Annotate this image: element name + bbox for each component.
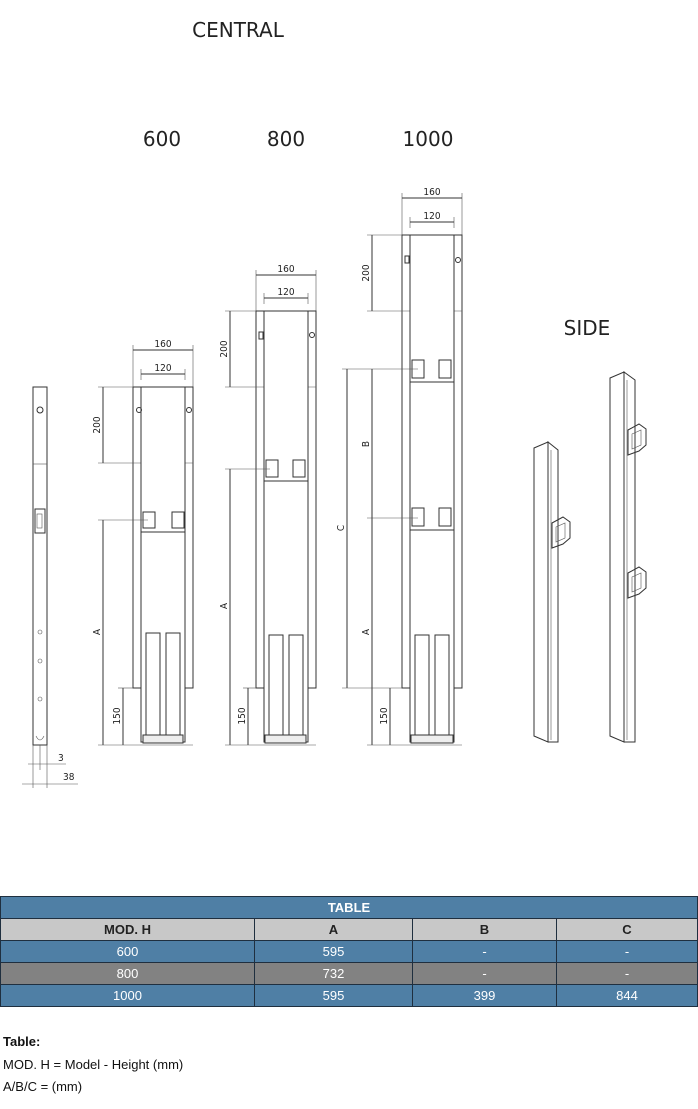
dim-150: 150 [112,707,123,724]
notes-line-abc: A/B/C = (mm) [3,1079,83,1094]
cell-c: - [556,940,698,963]
dim-c: C [336,525,347,531]
header-mod-h: MOD. H [0,918,255,941]
notes-heading: Table: [3,1034,41,1049]
dim-a: A [92,628,103,635]
table-title: TABLE [0,896,698,919]
dim-200: 200 [361,264,372,281]
cell-b: - [412,940,557,963]
cell-b: 399 [412,984,557,1007]
cell-c: - [556,962,698,985]
dim-a: A [219,602,230,609]
cell-a: 595 [254,984,413,1007]
dim-3: 3 [58,753,64,764]
table-row: 1000 595 399 844 [0,984,698,1007]
dimensions-table: TABLE MOD. H A B C 600 595 - - 800 732 -… [0,896,698,1007]
dim-120: 120 [423,211,440,222]
dim-150: 150 [379,707,390,724]
profile-view: 3 38 [22,386,78,788]
notes-line-mod-h: MOD. H = Model - Height (mm) [3,1056,184,1072]
model-1000-drawing: 160 120 200 B C A 150 [336,187,463,746]
dim-150: 150 [237,707,248,724]
dim-38: 38 [63,772,75,783]
dim-b: B [361,441,372,447]
table-notes: Table: MOD. H = Model - Height (mm) A/B/… [3,1031,183,1099]
dim-160: 160 [277,264,294,275]
dim-200: 200 [92,416,103,433]
cell-b: - [412,962,557,985]
technical-drawing: CENTRAL SIDE 600 800 1000 3 38 160 120 [22,18,647,788]
cell-a: 732 [254,962,413,985]
central-title: CENTRAL [192,18,285,42]
side-profile-short [533,440,571,743]
cell-c: 844 [556,984,698,1007]
dim-120: 120 [154,363,171,374]
table-row: 800 732 - - [0,962,698,985]
header-b: B [412,918,557,941]
side-title: SIDE [564,316,611,340]
model-800-label: 800 [267,127,305,151]
dim-200: 200 [219,340,230,357]
header-c: C [556,918,698,941]
dim-120: 120 [277,287,294,298]
dim-160: 160 [154,339,171,350]
model-1000-label: 1000 [403,127,454,151]
cell-mod-h: 1000 [0,984,255,1007]
model-600-label: 600 [143,127,181,151]
dim-a: A [361,628,372,635]
cell-a: 595 [254,940,413,963]
cell-mod-h: 600 [0,940,255,963]
cell-mod-h: 800 [0,962,255,985]
table-row: 600 595 - - [0,940,698,963]
dim-160: 160 [423,187,440,198]
model-800-drawing: 160 120 200 A 150 [219,264,317,746]
header-a: A [254,918,413,941]
model-600-drawing: 160 120 200 A 150 [92,339,194,746]
side-profile-long [609,371,647,743]
